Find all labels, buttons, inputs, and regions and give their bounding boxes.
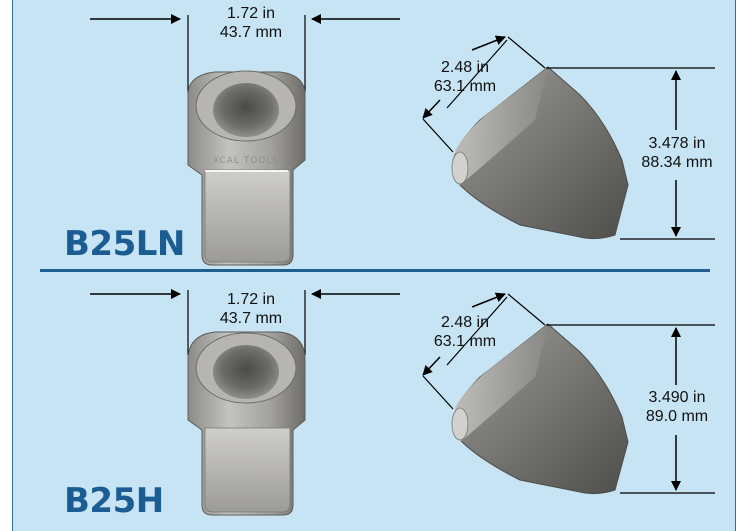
front-view-top: XCAL TOOLS — [90, 14, 400, 266]
engraving-text: XCAL TOOLS — [213, 156, 279, 166]
shank-face — [204, 427, 291, 513]
end-face — [451, 151, 469, 185]
height-millimeters: 88.34 mm — [641, 154, 713, 171]
bore-hole — [213, 83, 279, 137]
diagonal-inches: 2.48 in — [440, 314, 490, 331]
width-label: 1.72 in 43.7 mm — [206, 290, 296, 328]
width-inches: 1.72 in — [226, 291, 276, 308]
height-inches: 3.490 in — [648, 389, 706, 406]
model-name: B25LN — [64, 224, 185, 264]
width-millimeters: 43.7 mm — [219, 24, 283, 41]
diagonal-millimeters: 63.1 mm — [433, 333, 497, 350]
diag-line — [446, 296, 508, 366]
diag-line — [446, 39, 508, 109]
height-millimeters: 89.0 mm — [645, 408, 709, 425]
diagonal-millimeters: 63.1 mm — [433, 78, 497, 95]
bore-hole — [213, 345, 279, 399]
height-label: 3.478 in 88.34 mm — [632, 134, 722, 172]
height-inches: 3.478 in — [648, 135, 706, 152]
diag-arrow-up — [471, 292, 506, 308]
side-view-top — [422, 35, 715, 240]
section-divider — [40, 269, 710, 272]
extension-line — [507, 293, 546, 326]
model-name: B25H — [64, 481, 164, 521]
diagonal-inches: 2.48 in — [440, 59, 490, 76]
side-face-highlight — [455, 67, 548, 185]
width-millimeters: 43.7 mm — [219, 310, 283, 327]
end-face — [451, 407, 469, 441]
side-face-highlight — [455, 324, 548, 442]
extension-line — [507, 36, 546, 69]
side-view-bottom — [422, 292, 715, 495]
width-label: 1.72 in 43.7 mm — [206, 4, 296, 42]
height-label: 3.490 in 89.0 mm — [632, 388, 722, 426]
diag-arrow-down — [422, 356, 441, 376]
diagonal-label: 2.48 in 63.1 mm — [425, 313, 505, 351]
diag-arrow-down — [422, 99, 441, 119]
extension-line — [422, 375, 454, 410]
shank-face — [204, 169, 291, 263]
diag-arrow-up — [471, 35, 506, 51]
extension-line — [422, 118, 454, 153]
diagonal-label: 2.48 in 63.1 mm — [425, 58, 505, 96]
front-view-bottom — [90, 289, 400, 516]
width-inches: 1.72 in — [226, 5, 276, 22]
